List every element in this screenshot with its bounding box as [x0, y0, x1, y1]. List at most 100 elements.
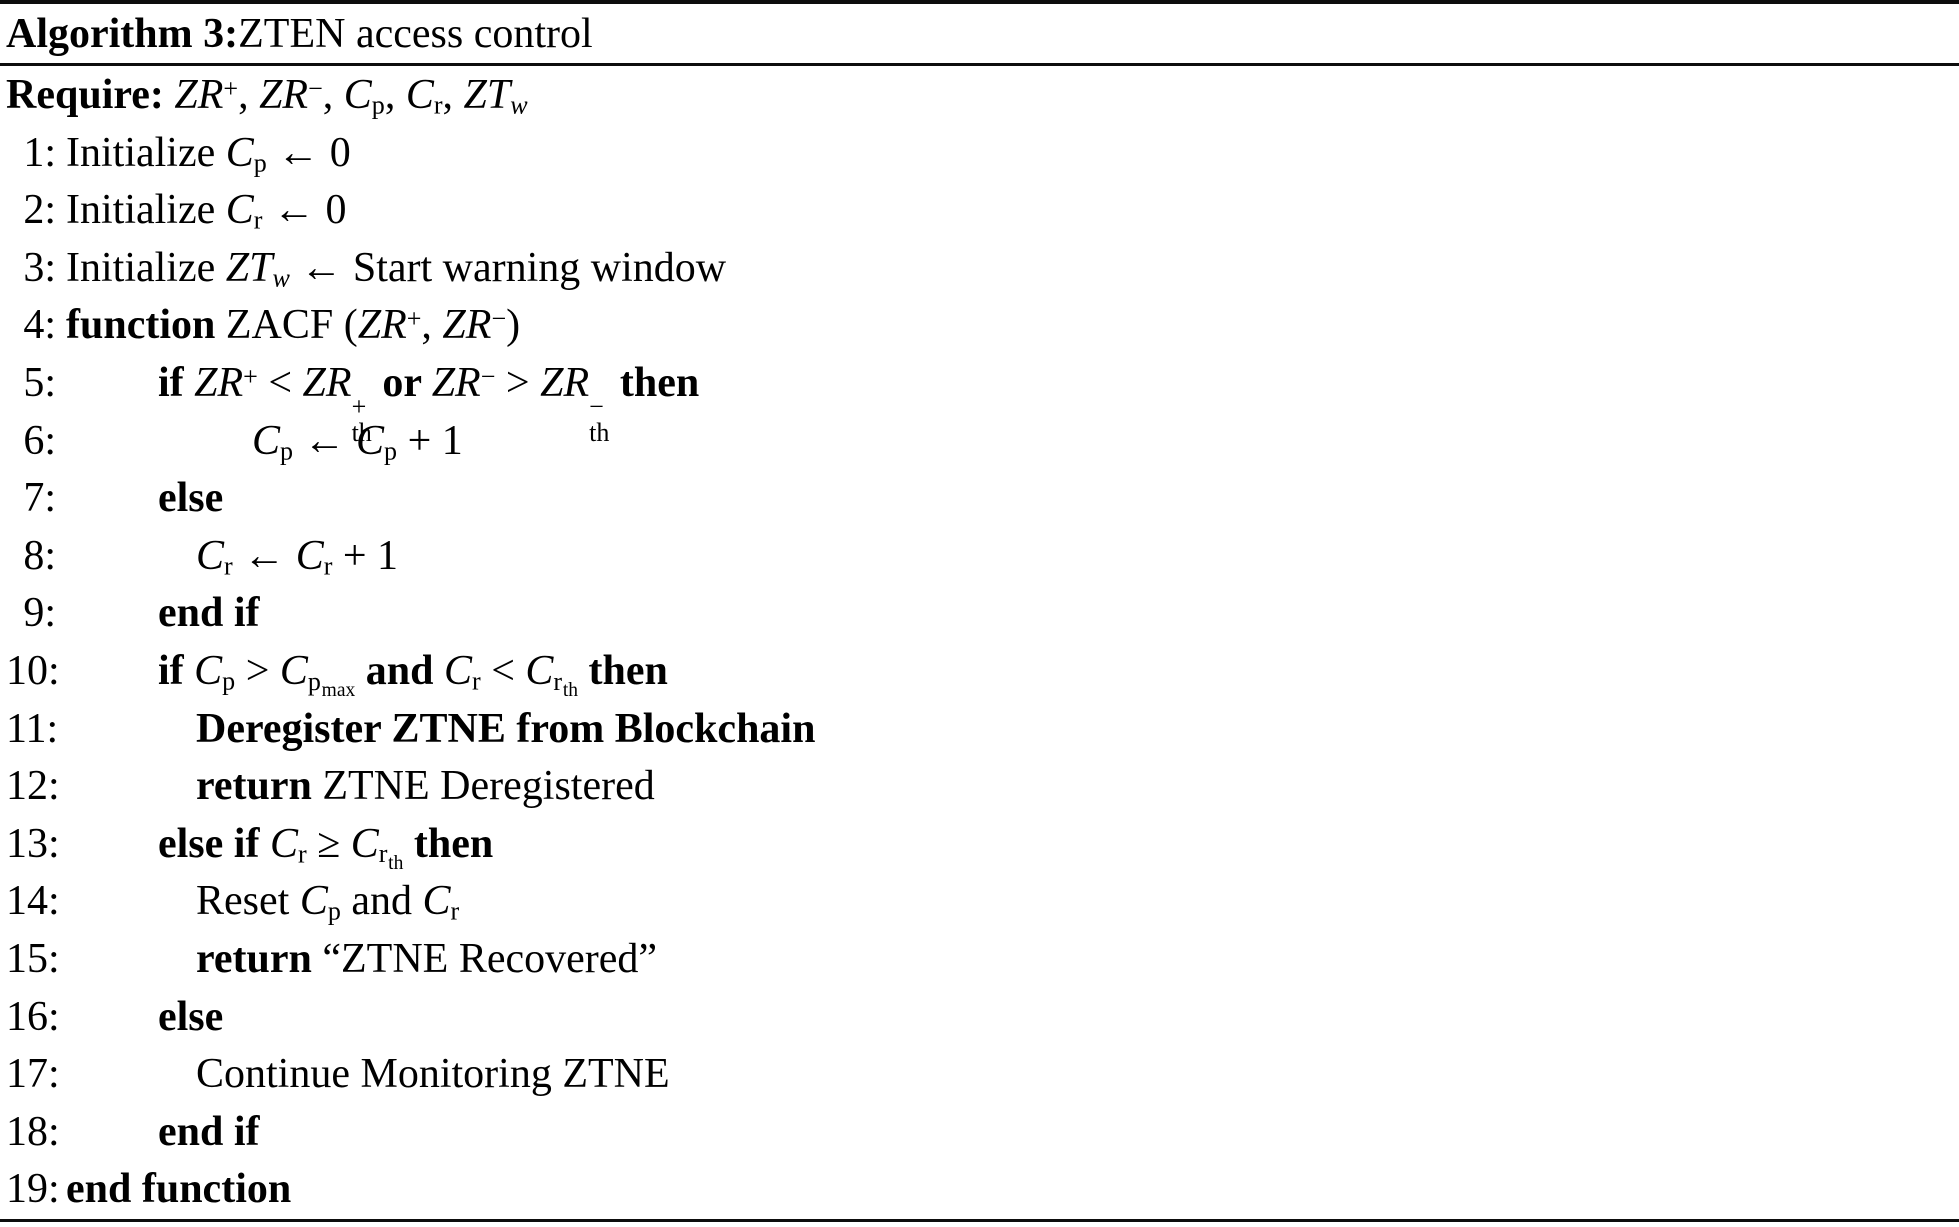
keyword-text: then [619, 359, 700, 406]
keyword-text: if [158, 359, 195, 406]
code-text: , [421, 302, 443, 349]
math-subsubscript: th [562, 680, 579, 702]
math-subscript: r [297, 839, 307, 869]
code-text: ← Start warning window [289, 244, 727, 291]
algorithm-line-1: 1:Initialize Cp ← 0 [6, 125, 1953, 183]
code-text: ← 0 [262, 187, 347, 234]
math-subscript: p [253, 148, 267, 178]
math-superscript: + [243, 362, 258, 392]
title-rule [0, 63, 1959, 66]
math-variable: ZR [174, 72, 224, 118]
code-text [372, 360, 383, 406]
code-text: “ZTNE Recovered” [322, 935, 658, 982]
code-text: + 1 [332, 532, 399, 579]
code-text [578, 648, 589, 694]
math-variable: ZR [302, 359, 352, 406]
math-subscript: th [589, 418, 610, 448]
algorithm-line-12: 12:return ZTNE Deregistered [6, 758, 1953, 816]
math-variable: C [225, 129, 254, 176]
math-subscript: rth [378, 839, 404, 875]
code-text: < [480, 647, 526, 694]
math-variable: C [444, 647, 473, 694]
algorithm-line-19: 19:end function [6, 1161, 1953, 1219]
line-content: Initialize Cp ← 0 [66, 130, 351, 176]
algorithm-title-text: ZTEN access control [238, 10, 593, 57]
line-content: return ZTNE Deregistered [66, 763, 655, 809]
math-subscript: pmax [307, 666, 356, 702]
math-superscript: − [308, 74, 323, 104]
math-superscript: + [406, 304, 422, 334]
line-content: if Cp > Cpmax and Cr < Crth then [66, 647, 668, 702]
code-text: ← [232, 532, 296, 579]
keyword-text: return [196, 935, 323, 982]
math-variable: C [299, 878, 328, 925]
code-text: ) [506, 302, 521, 349]
math-superscript: + [351, 391, 367, 421]
math-superscript: − [491, 304, 507, 334]
math-variable: C [343, 72, 372, 118]
keyword-text: and [365, 647, 444, 694]
code-text: , [442, 72, 464, 118]
math-subscript: p [371, 90, 385, 120]
line-number: 17: [6, 1051, 60, 1098]
algorithm-line-2: 2:Initialize Cr ← 0 [6, 182, 1953, 240]
algorithm-line-15: 15:return “ZTNE Recovered” [6, 931, 1953, 989]
keyword-text: else [158, 993, 224, 1040]
algorithm-line-6: 6:Cp ← Cp + 1 [6, 413, 1953, 471]
line-number: 14: [6, 878, 60, 925]
code-text: and [340, 878, 423, 925]
math-variable: ZR [442, 302, 492, 349]
code-text: ZACF ( [225, 302, 358, 349]
algorithm-line-16: 16:else [6, 989, 1953, 1047]
line-content: Continue Monitoring ZTNE [66, 1051, 670, 1097]
line-content: end if [66, 590, 260, 636]
algorithm-title: Algorithm 3: ZTEN access control [6, 4, 1953, 63]
math-subscript: r [323, 551, 333, 581]
line-number: 7: [23, 475, 56, 522]
math-subsubscript: max [321, 680, 356, 702]
keyword-text: return [196, 763, 323, 810]
keyword-text: else [158, 475, 224, 522]
line-number: 5: [23, 359, 56, 406]
math-variable: ZT [463, 72, 511, 118]
code-text: ZTNE Deregistered [322, 763, 655, 810]
math-subscript: w [272, 263, 290, 293]
math-variable: C [295, 532, 324, 579]
code-text [609, 360, 620, 406]
algorithm-line-14: 14:Reset Cp and Cr [6, 873, 1953, 931]
line-number: 2: [23, 187, 56, 234]
math-variable: C [356, 417, 385, 464]
math-subsubscript: th [388, 853, 404, 875]
algorithm-line-4: 4:function ZACF (ZR+, ZR−) [6, 297, 1953, 355]
code-text: Initialize [66, 129, 226, 176]
line-number: 12: [6, 763, 60, 810]
math-variable: C [422, 878, 451, 925]
math-subscript: p [280, 436, 294, 466]
keyword-text: function [66, 302, 226, 349]
line-content: Cr ← Cr + 1 [66, 533, 398, 579]
math-variable: C [194, 647, 223, 694]
code-text: , [238, 72, 260, 118]
keyword-text: or [382, 359, 432, 406]
line-content: return “ZTNE Recovered” [66, 936, 657, 982]
line-content: Initialize Cr ← 0 [66, 187, 346, 233]
line-number: 3: [23, 244, 56, 291]
algorithm-line-7: 7: else [6, 470, 1953, 528]
line-number: 15: [6, 935, 60, 982]
math-subscript: p [222, 666, 236, 696]
keyword-text: if [158, 647, 195, 694]
math-variable: C [279, 647, 308, 694]
math-variable: C [252, 417, 281, 464]
keyword-text: Deregister ZTNE from Blockchain [196, 705, 816, 752]
math-subscript: rth [553, 666, 579, 702]
math-variable: C [350, 820, 379, 867]
math-variable: ZT [225, 244, 273, 291]
line-content: Deregister ZTNE from Blockchain [66, 706, 815, 752]
math-variable: ZR [259, 72, 309, 118]
math-subscript: th [351, 418, 372, 448]
keyword-text: end function [66, 1166, 292, 1213]
line-content: else [66, 475, 223, 521]
math-supsub-stack: −th [589, 393, 610, 448]
line-number: 18: [6, 1108, 60, 1155]
